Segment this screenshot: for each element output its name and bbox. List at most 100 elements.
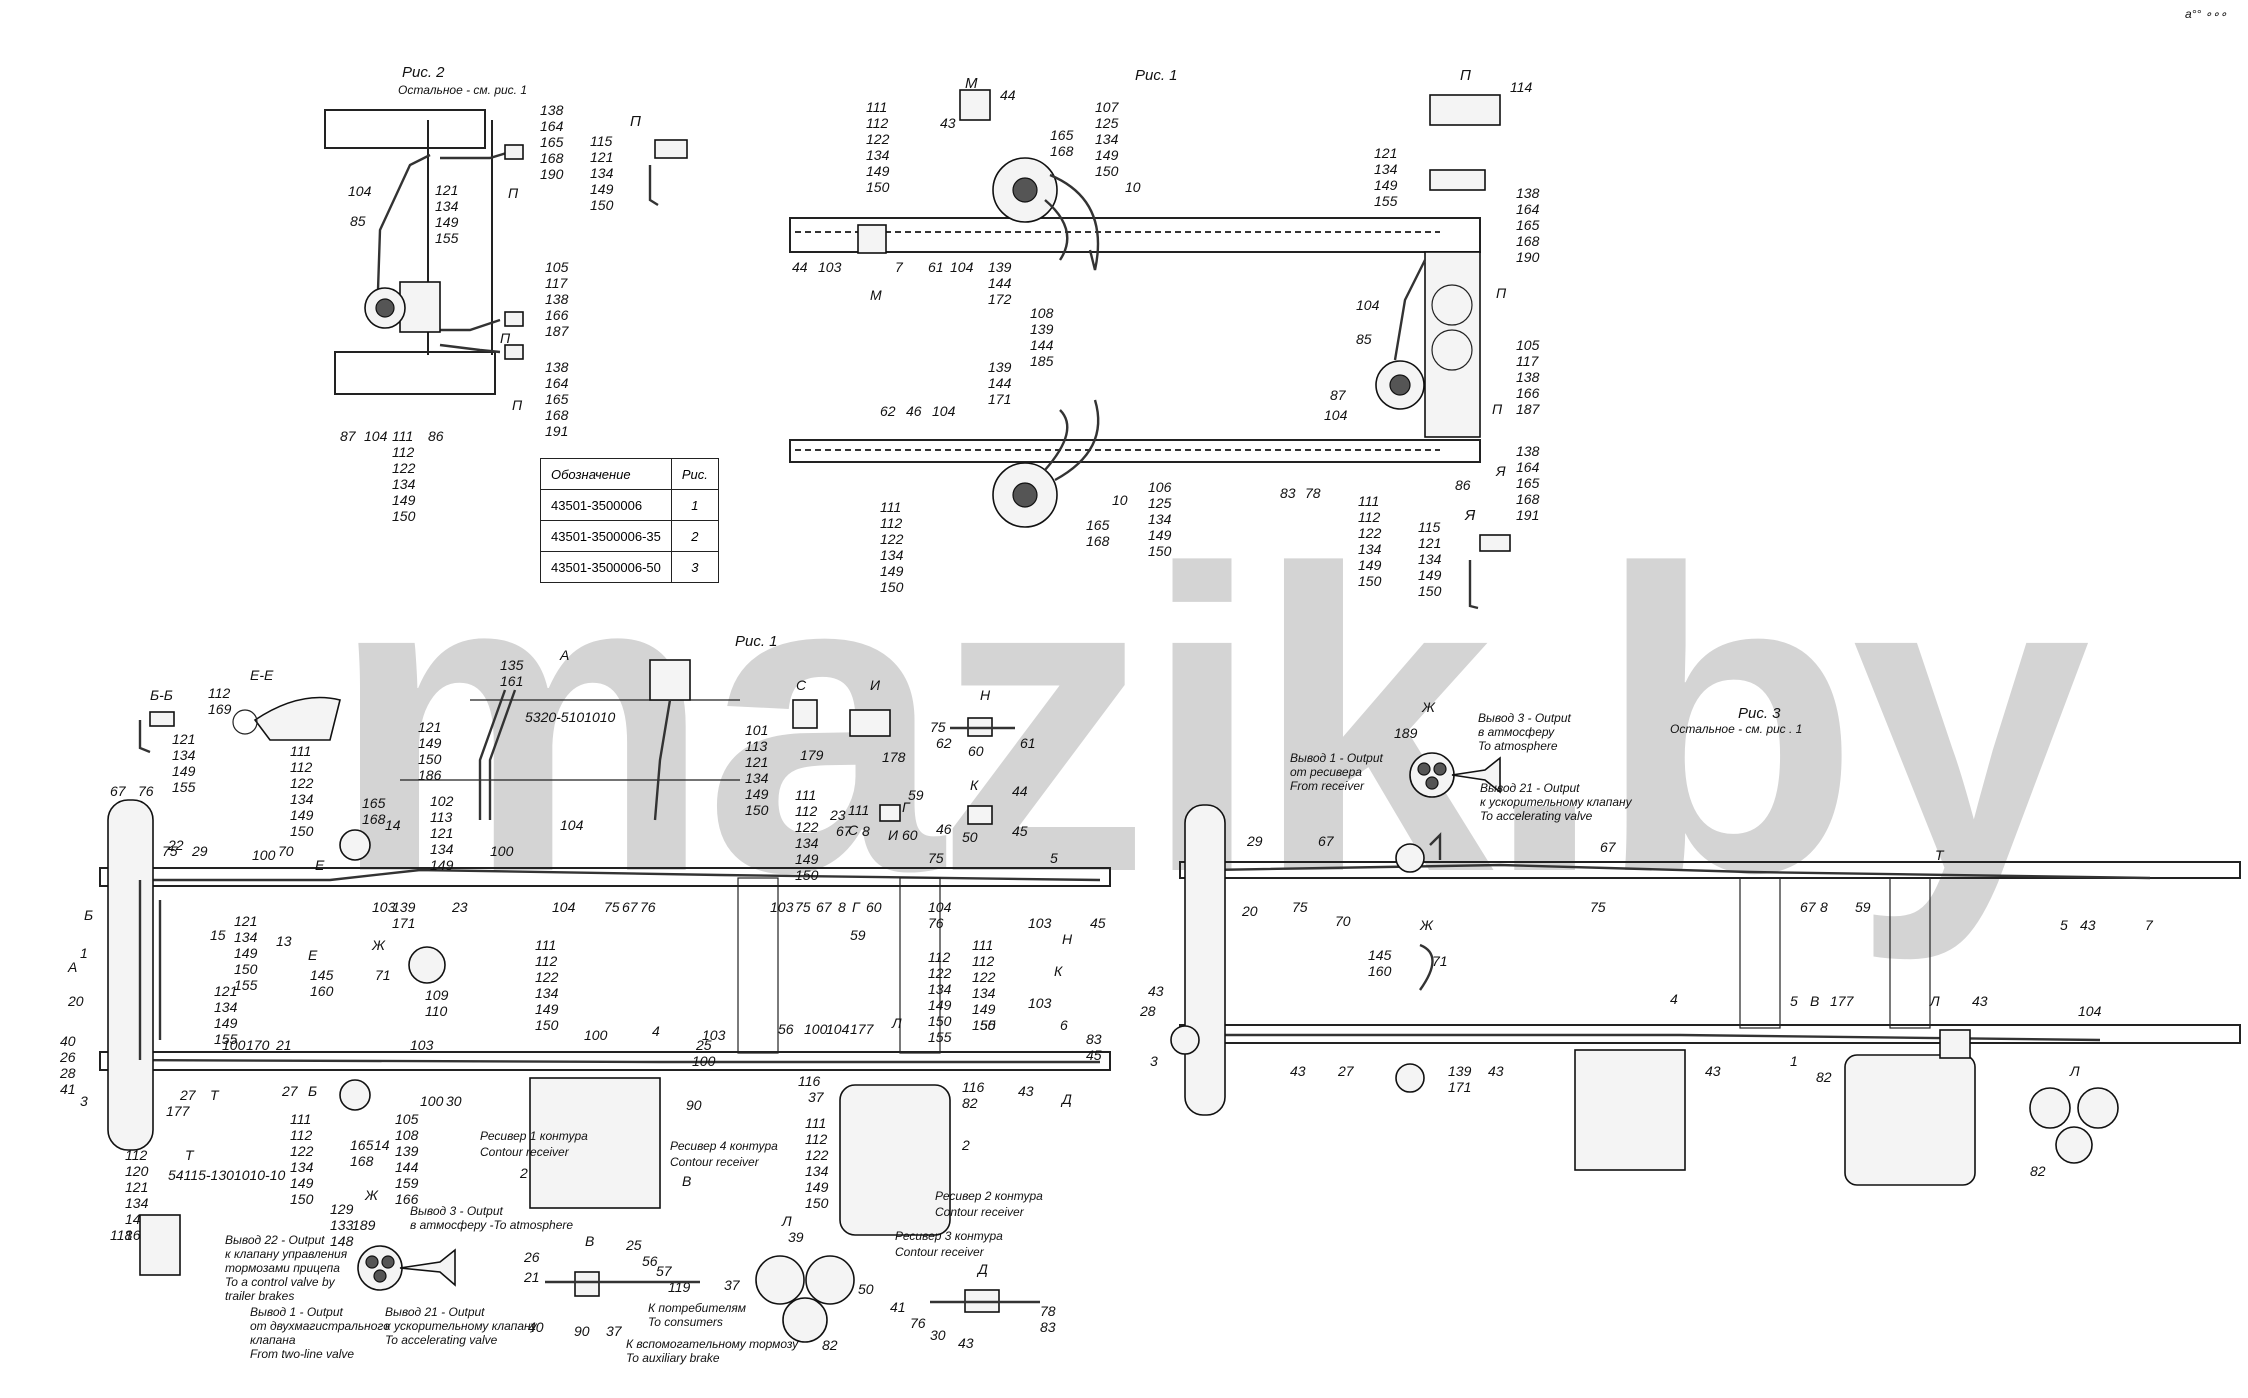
callout-label: 187 <box>545 323 570 339</box>
callout-label: 44 <box>1012 783 1028 799</box>
callout-label: Ресивер 3 контура <box>895 1229 1003 1243</box>
callout-label: 104 <box>348 183 372 199</box>
callout-label: 83 <box>1040 1319 1056 1335</box>
callout-label: 149 <box>1095 147 1119 163</box>
callout-label: 103 <box>770 899 794 915</box>
callout-label: 172 <box>988 291 1012 307</box>
callout-label: 111 <box>866 99 887 115</box>
table-cell-code: 43501-3500006-35 <box>540 520 672 552</box>
callout-label: 104 <box>826 1021 850 1037</box>
callout-label: 155 <box>1374 193 1398 209</box>
callout-label: 45 <box>1090 915 1106 931</box>
callout-label: Ресивер 4 контура <box>670 1139 778 1153</box>
callout-label: From receiver <box>1290 779 1365 793</box>
front-wheel-icon <box>107 799 154 1151</box>
callout-label: 21 <box>523 1269 540 1285</box>
callout-label: Вывод 3 - Output <box>1478 711 1572 725</box>
callout-label: 27 <box>179 1087 197 1103</box>
callout-label: 145 <box>1368 947 1392 963</box>
callout-label: 111 <box>795 787 816 803</box>
callout-label: 112 <box>880 515 903 531</box>
callout-label: 2 <box>519 1165 528 1181</box>
callout-label: 103 <box>1028 995 1052 1011</box>
fig1-frame-upper <box>789 217 1481 253</box>
view-zh-fig3: Ж 189 Вывод 3 - Output в атмосферу To at… <box>1290 699 1633 823</box>
callout-label: 118 <box>110 1227 133 1243</box>
callout-label: Ресивер 2 контура <box>935 1189 1043 1203</box>
callout-label: К <box>970 777 979 793</box>
callout-label: 111 <box>290 743 311 759</box>
callout-label: Contour receiver <box>895 1245 985 1259</box>
fig3-chamber-bot-icon <box>1395 1063 1425 1093</box>
callout-label: 139 <box>392 899 416 915</box>
callout-label: 170 <box>246 1037 270 1053</box>
callout-label: 104 <box>2078 1003 2102 1019</box>
callout-label: 75 <box>928 850 944 866</box>
callout-label: 1 <box>80 945 88 961</box>
callout-label: П <box>508 185 519 201</box>
callout-label: Л <box>781 1213 792 1229</box>
callout-label: 111 <box>290 1111 311 1127</box>
callout-label: 111 <box>972 937 993 953</box>
callout-label: 166 <box>395 1191 419 1207</box>
callout-label: 25 <box>695 1037 712 1053</box>
p-valve-block-2-icon <box>1429 169 1486 191</box>
callout-label: 150 <box>392 508 416 524</box>
callout-label: 171 <box>988 391 1011 407</box>
table-cell-fig: 3 <box>670 551 719 583</box>
col-header-designation: Обозначение <box>540 458 672 490</box>
corner-mark: a°° ∘∘∘ <box>2185 7 2227 21</box>
ya-valve-icon <box>1479 534 1511 552</box>
callout-label: 149 <box>745 786 769 802</box>
callout-label: 67 <box>622 899 639 915</box>
callout-label: 149 <box>435 214 459 230</box>
callout-label: 78 <box>1305 485 1321 501</box>
callout-label: 122 <box>928 965 952 981</box>
callout-label: 160 <box>1368 963 1392 979</box>
callout-label: 139 <box>1030 321 1054 337</box>
callout-label: 189 <box>1394 725 1418 741</box>
callout-label: 144 <box>988 275 1012 291</box>
callout-label: 116 <box>962 1079 985 1095</box>
callout-label: Вывод 22 - Output <box>225 1233 325 1247</box>
ll-chamber-bot-icon <box>339 1079 371 1111</box>
callout-label: 55 <box>980 1017 996 1033</box>
callout-label: 164 <box>540 118 564 134</box>
view-t: Т 54115-1301010-10 118 <box>110 1147 286 1276</box>
callout-label: 112 <box>535 953 558 969</box>
callout-label: 117 <box>1516 353 1540 369</box>
callout-label: 76 <box>928 915 944 931</box>
callout-label: 20 <box>67 993 84 1009</box>
callout-label: 134 <box>795 835 819 851</box>
callout-label: 76 <box>138 783 154 799</box>
callout-label: 149 <box>1358 557 1382 573</box>
callout-label: Я <box>1495 463 1506 479</box>
callout-label: Г <box>902 799 911 815</box>
callout-label: 165 <box>350 1137 374 1153</box>
t-bracket-icon <box>139 1214 181 1276</box>
callout-label: 150 <box>928 1013 952 1029</box>
view-v: В 26 21 25 56 57 119 40 90 37 К потребит… <box>523 1233 799 1365</box>
v-valve-icon <box>574 1271 600 1297</box>
callout-label: 112 <box>125 1147 148 1163</box>
callout-label: 149 <box>290 1175 314 1191</box>
callout-label: 108 <box>1030 305 1054 321</box>
table-cell-code: 43501-3500006-50 <box>540 551 672 583</box>
callout-label: 145 <box>310 967 334 983</box>
callout-label: 122 <box>972 969 996 985</box>
callout-label: 166 <box>545 307 569 323</box>
fig3-view: Рис. 3 Остальное - см. рис . 1 29 67 67 … <box>1139 705 2241 1186</box>
callout-label: 134 <box>880 547 904 563</box>
callout-label: 134 <box>172 747 196 763</box>
callout-label: 111 <box>535 937 556 953</box>
callout-label: 178 <box>882 749 906 765</box>
callout-label: 179 <box>800 747 824 763</box>
callout-label: 112 <box>805 1131 828 1147</box>
callout-label: 121 <box>214 983 237 999</box>
callout-label: 129 <box>330 1201 354 1217</box>
callout-label: Т <box>1935 847 1945 863</box>
callout-label: 121 <box>435 182 458 198</box>
table-cell-fig: 2 <box>670 520 719 552</box>
callout-label: 138 <box>1516 185 1540 201</box>
callout-label: 171 <box>392 915 415 931</box>
